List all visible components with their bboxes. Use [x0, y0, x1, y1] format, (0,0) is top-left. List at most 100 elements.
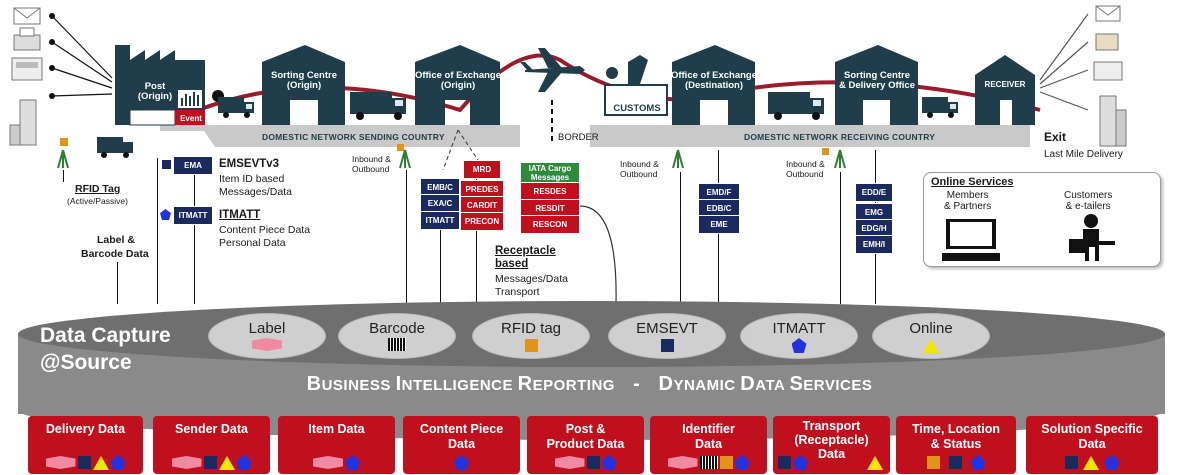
road-receiving [590, 125, 1030, 147]
inbound-outbound-3: Inbound & Outbound [786, 159, 825, 179]
building-icon [9, 99, 37, 146]
data-capture-title: Data Capture @Source [40, 324, 171, 374]
post-origin-building [115, 45, 224, 126]
rfid-tag-sub: (Active/Passive) [67, 196, 128, 206]
itmatt-icon [791, 338, 807, 353]
logistics-chain-diagram [9, 5, 1127, 170]
pentagon-icon [160, 209, 171, 220]
sorting-centre-delivery-building [835, 45, 918, 125]
building-icon [1099, 95, 1127, 147]
sorting-delivery-label: Sorting Centre & Delivery Office [838, 70, 916, 91]
label-barcode-2: Barcode Data [81, 248, 149, 260]
itmatt-line1: Content Piece Data [219, 224, 311, 236]
content-piece-data-box: Content Piece Data [403, 416, 520, 474]
itmatt-origin-box: ITMATT [420, 211, 460, 230]
rfid-tag-label: RFID Tag [75, 183, 121, 195]
parcel-icon [1095, 33, 1119, 51]
emb-c-box: EMB/C [420, 178, 460, 197]
rfid-tower-icon [57, 149, 69, 169]
eme-box: EME [698, 215, 740, 234]
user-desk-icon [1069, 214, 1115, 261]
post-origin-label: Post (Origin) [137, 81, 173, 102]
emsevt-icon [660, 339, 674, 352]
members-label: Members & Partners [944, 190, 992, 212]
online-services-panel: Online Services Members & Partners Custo… [923, 172, 1161, 267]
iata-box: IATA Cargo Messages [520, 162, 580, 184]
barcode-icon [388, 338, 406, 351]
airplane-icon [520, 48, 585, 92]
mail-envelope-icon [13, 7, 41, 25]
capture-label-pill: Label [208, 313, 326, 359]
edg-h-box: EDG/H [855, 219, 893, 238]
capture-itmatt-pill: ITMATT [740, 313, 858, 359]
border-label: BORDER [558, 132, 599, 143]
receiver-building [975, 55, 1035, 125]
printer-icon [13, 27, 41, 51]
emsevt-line1: Item ID based [219, 173, 285, 185]
emsevt-line2: Messages/Data [219, 186, 292, 198]
rfid-tower-icon [672, 149, 684, 169]
van-icon [922, 97, 958, 118]
mail-envelope-icon [1095, 5, 1121, 22]
truck-icon [768, 92, 824, 120]
office-of-exchange-destination-building [672, 45, 755, 125]
exit-subtitle: Last Mile Delivery [1044, 149, 1123, 160]
receptacle-line1: Messages/Data [495, 273, 568, 285]
precon-box: PRECON [460, 212, 504, 231]
bi-title: BUSINESS INTELLIGENCE REPORTING - DYNAMI… [306, 373, 873, 395]
truck-icon [350, 92, 406, 120]
identifier-data-box: Identifier Data [650, 416, 767, 474]
sorting-origin-label: Sorting Centre (Origin) [271, 70, 337, 91]
online-services-title: Online Services [931, 176, 1014, 188]
computer-icon [942, 219, 1000, 261]
itmatt-box: ITMATT [173, 206, 213, 225]
receiving-network-label: DOMESTIC NETWORK RECEIVING COUNTRY [744, 132, 936, 142]
receptacle-title1: Receptacle [495, 245, 556, 257]
capture-emsevt-pill: EMSEVT [608, 313, 726, 359]
receptacle-line2: Transport [495, 286, 540, 298]
cylinder-top [18, 301, 1165, 367]
ema-box: EMA [173, 156, 213, 175]
sender-data-box: Sender Data [153, 416, 270, 474]
customers-label: Customers & e-tailers [1064, 190, 1113, 212]
time-location-status-box: Time, Location & Status [896, 416, 1016, 474]
sending-network-label: DOMESTIC NETWORK SENDING COUNTRY [262, 132, 445, 142]
mrd-box: MRD [463, 160, 501, 179]
customs-label: CUSTOMS [613, 103, 661, 114]
ooe-destination-label: Office of Exchange (Destination) [670, 70, 758, 91]
rescon-box: RESCON [520, 215, 580, 234]
receiver-label: RECEIVER [984, 80, 1026, 89]
itmatt-title: ITMATT [219, 209, 261, 221]
capture-barcode-pill: Barcode [338, 313, 456, 359]
customs-building [604, 55, 668, 116]
delivery-data-box: Delivery Data [28, 416, 143, 474]
van-icon [218, 97, 254, 118]
rfid-tower-icon [834, 149, 846, 169]
shop-icon [11, 57, 43, 81]
shop-icon [1093, 61, 1123, 81]
itmatt-line2: Personal Data [219, 237, 286, 249]
rfid-icon [524, 339, 538, 352]
post-product-data-box: Post & Product Data [527, 416, 644, 474]
capture-rfid-pill: RFID tag [472, 313, 590, 359]
emsevt-title: EMSEVTv3 [219, 158, 280, 170]
inbound-outbound-1: Inbound & Outbound [352, 154, 391, 174]
office-of-exchange-origin-building [415, 45, 500, 125]
solution-specific-data-box: Solution Specific Data [1026, 416, 1158, 474]
rfid-tower-icon [399, 149, 411, 169]
ooe-origin-label: Office of Exchange (Origin) [414, 70, 502, 91]
receptacle-title2: based [495, 258, 529, 270]
capture-online-pill: Online [872, 313, 990, 359]
emh-i-box: EMH/I [855, 235, 893, 254]
label-barcode-1: Label & [97, 234, 135, 246]
van-icon [97, 137, 133, 158]
edd-e-box: EDD/E [855, 183, 893, 202]
online-icon [923, 339, 939, 353]
label-icon [252, 338, 282, 351]
item-data-box: Item Data [278, 416, 395, 474]
road-sending [200, 125, 520, 147]
exit-title: Exit [1044, 130, 1067, 144]
inbound-outbound-2: Inbound & Outbound [620, 159, 659, 179]
rfid-square-icon [60, 138, 68, 146]
sorting-centre-origin-building [262, 45, 345, 125]
